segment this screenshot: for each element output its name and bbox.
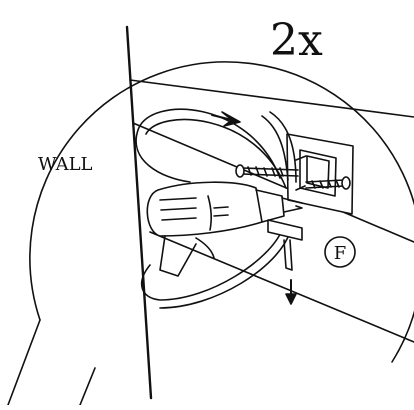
magnifier-tail bbox=[7, 319, 96, 406]
cable-tie-icon bbox=[267, 219, 303, 271]
multiplier-label: 2x bbox=[270, 15, 323, 66]
screw-icon bbox=[235, 164, 351, 190]
ceiling-top-edge bbox=[129, 79, 414, 118]
part-label: F bbox=[334, 243, 347, 264]
ceiling-bottom-edge bbox=[132, 122, 414, 243]
arrow-down-icon bbox=[285, 279, 297, 305]
floor-line bbox=[149, 231, 414, 343]
arrow-right-icon bbox=[211, 111, 241, 127]
part-label-circle bbox=[324, 236, 356, 268]
wall-label: WALL bbox=[38, 154, 93, 175]
wall-corner-line bbox=[125, 25, 153, 400]
drill-icon bbox=[146, 181, 303, 277]
magnifier-circle bbox=[29, 61, 414, 363]
